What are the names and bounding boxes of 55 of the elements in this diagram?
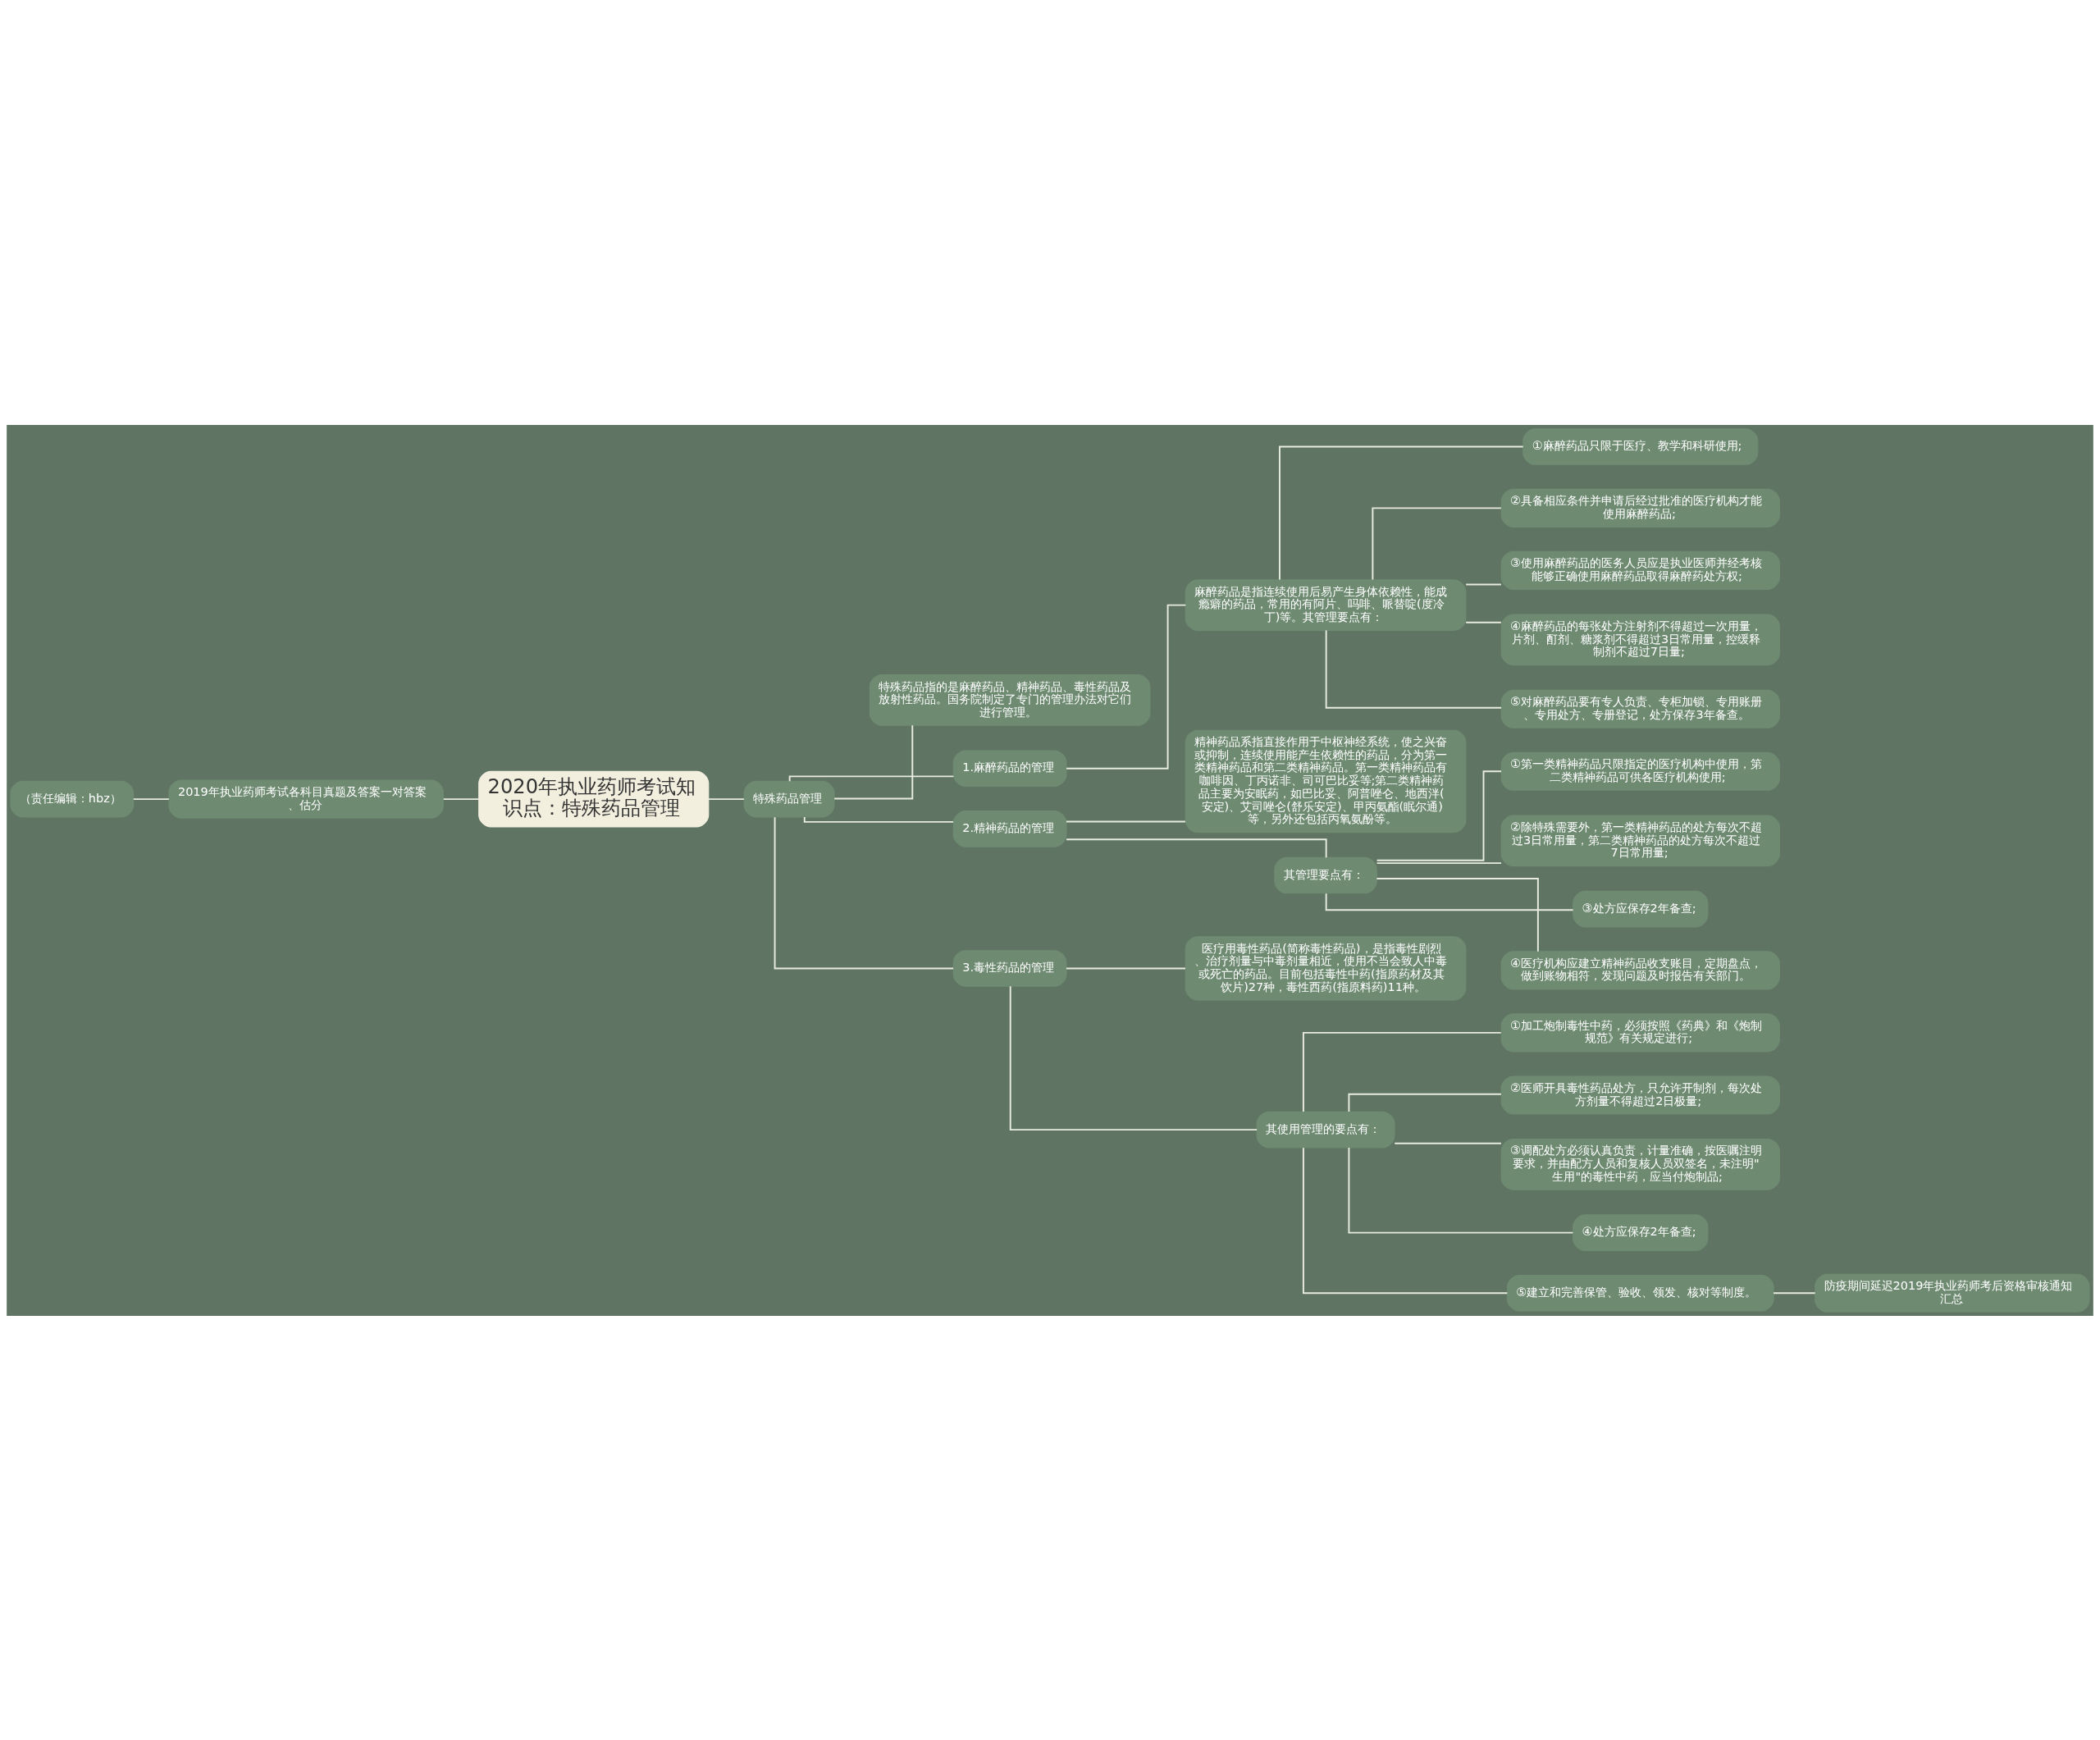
connector bbox=[1066, 838, 1327, 858]
connector bbox=[1325, 629, 1503, 709]
node-box: ④麻醉药品的每张处方注射剂不得超过一次用量，片剂、酊剂、糖浆剂不得超过3日常用量，控缓释制剂不超过7日量; bbox=[1500, 613, 1780, 665]
node-box: ②医师开具毒性药品处方，只允许开制剂，每次处方剂量不得超过2日极量; bbox=[1500, 1075, 1780, 1114]
node-box: 防疫期间延迟2019年执业药师考后资格审核通知汇总 bbox=[1815, 1273, 2090, 1313]
connector bbox=[1302, 1146, 1509, 1294]
connector bbox=[1348, 1146, 1574, 1234]
connector bbox=[132, 797, 170, 800]
node-box: 精神药品系指直接作用于中枢神经系统，使之兴奋或抑制，连续使用能产生依赖性的药品，分为第一类精神药品和第二类精神药品。第一类精神药品有咖啡因、丁丙诺非、司可巴比妥等;第二类精神药品主要为安眠药，如巴比妥、阿普唑仑、地西泮(安定)、艾司唑仑(舒乐安定)、甲丙氨酯(眠尔通)等，另外还包括丙氧氨酚等。 bbox=[1185, 729, 1467, 833]
connector bbox=[1009, 984, 1258, 1130]
node-box: ①加工炮制毒性中药，必须按照《药典》和《炮制规范》有关规定进行; bbox=[1500, 1012, 1780, 1052]
node-box: 其使用管理的要点有： bbox=[1256, 1111, 1395, 1148]
node-box: ⑤建立和完善保管、验收、领发、核对等制度。 bbox=[1506, 1274, 1774, 1312]
connector bbox=[803, 815, 954, 823]
node-box: ③使用麻醉药品的医务人员应是执业医师并经考核能够正确使用麻醉药品取得麻醉药处方权; bbox=[1500, 550, 1780, 590]
node-box: ①麻醉药品只限于医疗、教学和科研使用; bbox=[1522, 427, 1759, 465]
connector bbox=[1066, 604, 1187, 770]
connector bbox=[1376, 861, 1503, 864]
node-box: 2020年执业药师考试知识点：特殊药品管理 bbox=[478, 770, 710, 827]
node-box: ④医疗机构应建立精神药品收支账目，定期盘点，做到账物相符，发现问题及时报告有关部门。 bbox=[1500, 950, 1780, 989]
connector bbox=[1279, 445, 1524, 581]
connector bbox=[1066, 967, 1186, 969]
connector bbox=[1773, 1291, 1816, 1294]
node-box: （责任编辑：hbz） bbox=[10, 780, 135, 817]
node-box: 1.麻醉药品的管理 bbox=[952, 749, 1067, 787]
connector bbox=[707, 797, 745, 800]
connector bbox=[1302, 1031, 1502, 1112]
connector bbox=[1066, 820, 1186, 823]
connector bbox=[1376, 877, 1539, 952]
node-box: 麻醉药品是指连续使用后易产生身体依赖性，能成瘾癖的药品，常用的有阿片、吗啡、哌替啶(度冷丁)等。其管理要点有： bbox=[1185, 578, 1467, 631]
connector bbox=[1348, 1093, 1502, 1112]
node-box: 2019年执业药师考试各科目真题及答案一对答案、估分 bbox=[168, 779, 444, 819]
connector bbox=[1376, 770, 1503, 861]
node-box: 特殊药品管理 bbox=[743, 780, 835, 817]
node-box: ③调配处方必须认真负责，计量准确，按医嘱注明要求，并由配方人员和复核人员双签名，未注明"生用"的毒性中药，应当付炮制品; bbox=[1500, 1138, 1780, 1190]
connector bbox=[833, 724, 914, 799]
connector bbox=[1372, 506, 1502, 580]
node-box: 特殊药品指的是麻醉药品、精神药品、毒性药品及放射性药品。国务院制定了专门的管理办法对它们进行管理。 bbox=[869, 674, 1151, 726]
node-box: 3.毒性药品的管理 bbox=[952, 949, 1067, 987]
connector bbox=[774, 815, 955, 969]
node-box: ②除特殊需要外，第一类精神药品的处方每次不超过3日常用量，第二类精神药品的处方每次不超过7日常用量; bbox=[1500, 814, 1780, 866]
node-box: ①第一类精神药品只限指定的医疗机构中使用，第二类精神药品可供各医疗机构使用; bbox=[1500, 751, 1780, 791]
node-box: 其管理要点有： bbox=[1274, 856, 1377, 893]
node-box: ④处方应保存2年备查; bbox=[1573, 1213, 1709, 1251]
node-box: 医疗用毒性药品(简称毒性药品)，是指毒性剧烈、治疗剂量与中毒剂量相近，使用不当会致人中毒或死亡的药品。目前包括毒性中药(指原药材及其饮片)27种，毒性西药(指原料药)11种。 bbox=[1185, 935, 1467, 1001]
connector bbox=[1465, 583, 1502, 586]
connector bbox=[442, 797, 480, 800]
connector bbox=[1325, 892, 1574, 911]
node-box: ②具备相应条件并申请后经过批准的医疗机构才能使用麻醉药品; bbox=[1500, 488, 1780, 527]
node-box: ③处方应保存2年备查; bbox=[1573, 890, 1709, 927]
connector bbox=[1394, 1142, 1502, 1144]
connector bbox=[788, 774, 955, 782]
node-box: 2.精神药品的管理 bbox=[952, 810, 1067, 847]
node-box: ⑤对麻醉药品要有专人负责、专柜加锁、专用账册、专用处方、专册登记，处方保存3年备查。 bbox=[1500, 689, 1780, 728]
connector bbox=[1465, 621, 1502, 623]
